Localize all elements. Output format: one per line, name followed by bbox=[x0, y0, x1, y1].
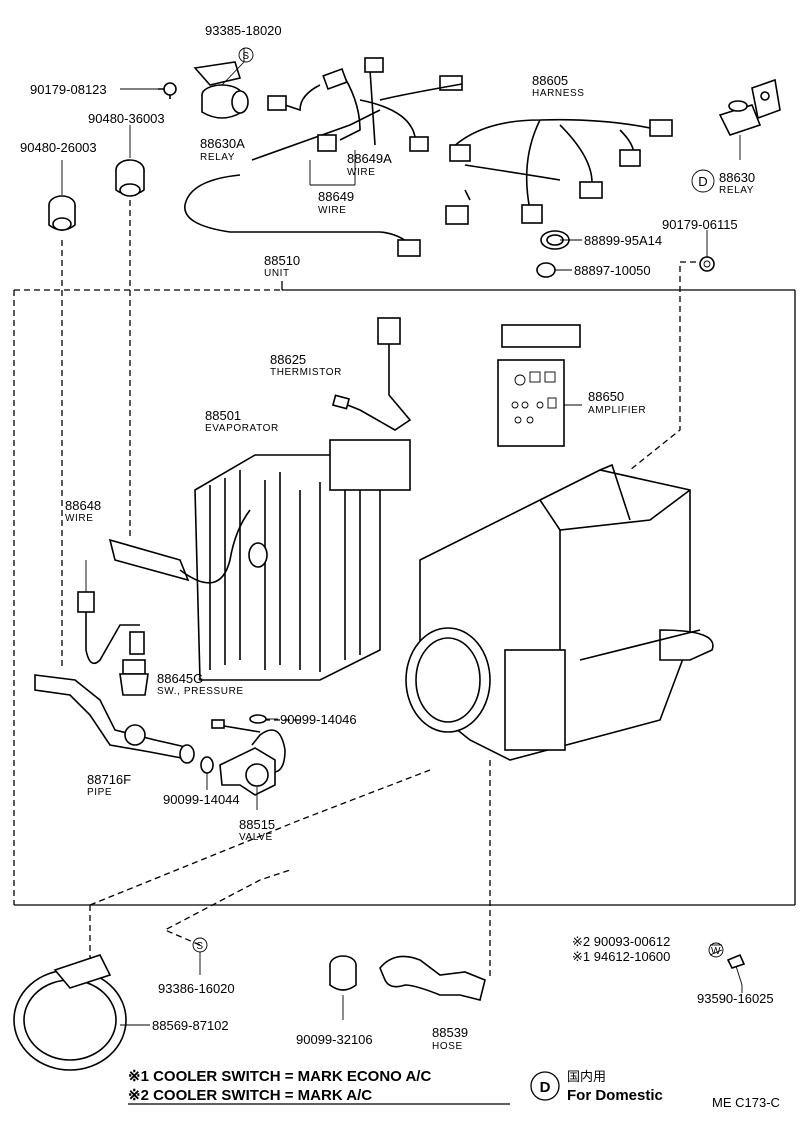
label-88716F-name: PIPE bbox=[87, 787, 112, 798]
w-symbol: W bbox=[708, 942, 724, 958]
o-ring-90099-14044-drawing bbox=[200, 756, 214, 774]
clip-88899-95A14-drawing bbox=[540, 230, 570, 250]
harness-88605-drawing bbox=[379, 75, 673, 225]
label-93386-16020: 93386-16020 bbox=[158, 981, 235, 996]
label-88648-name: WIRE bbox=[65, 513, 94, 524]
label-88515-number: 88515 bbox=[239, 817, 275, 832]
label-88645G-name: SW., PRESSURE bbox=[157, 686, 244, 697]
s-symbol-1: S bbox=[238, 47, 254, 63]
o-ring-90099-14046-drawing bbox=[249, 714, 267, 724]
label-88515-name: VALVE bbox=[239, 832, 273, 843]
blower-ring-88569-87102-drawing bbox=[13, 954, 127, 1071]
wire-88648-drawing bbox=[77, 560, 145, 665]
hose-88539-drawing bbox=[379, 955, 486, 1001]
label-88605-name: HARNESS bbox=[532, 88, 585, 99]
label-88899-95A14: 88899-95A14 bbox=[584, 233, 662, 248]
label-88645G-number: 88645G bbox=[157, 671, 203, 686]
label-90093-00612: ※2 90093-00612 bbox=[572, 934, 670, 949]
label-90179-08123: 90179-08123 bbox=[30, 82, 107, 97]
relay-88630A-drawing bbox=[193, 61, 249, 119]
label-88539-name: HOSE bbox=[432, 1041, 463, 1052]
label-93590-16025: 93590-16025 bbox=[697, 991, 774, 1006]
footer-domestic-en: For Domestic bbox=[567, 1087, 663, 1104]
label-90480-26003: 90480-26003 bbox=[20, 140, 97, 155]
svg-text:S: S bbox=[196, 941, 203, 952]
clip-90179-08123-drawing bbox=[158, 82, 177, 99]
svg-text:D: D bbox=[698, 174, 707, 189]
label-90480-36003: 90480-36003 bbox=[88, 111, 165, 126]
footer-note-1: ※1 COOLER SWITCH = MARK ECONO A/C bbox=[128, 1068, 431, 1085]
leader-lines bbox=[61, 200, 696, 980]
footer-domestic-jp: 国内用 bbox=[567, 1069, 606, 1084]
bolt-93590-16025-drawing bbox=[726, 953, 746, 986]
label-94612-10600: ※1 94612-10600 bbox=[572, 949, 670, 964]
label-88625-name: THERMISTOR bbox=[270, 367, 342, 378]
grommet-90480-36003-drawing bbox=[115, 159, 145, 197]
footer-note-2: ※2 COOLER SWITCH = MARK A/C bbox=[128, 1087, 372, 1104]
thermistor-88625-drawing bbox=[331, 317, 412, 431]
pipe-88716F-drawing bbox=[34, 674, 195, 764]
label-90099-14044: 90099-14044 bbox=[163, 792, 240, 807]
label-88649-number: 88649 bbox=[318, 189, 354, 204]
grommet-90099-32106-drawing bbox=[329, 955, 357, 991]
wire-88649-drawing bbox=[184, 57, 429, 257]
d-symbol-footer: D bbox=[530, 1071, 560, 1101]
label-88650-name: AMPLIFIER bbox=[588, 405, 646, 416]
cap-88897-10050-drawing bbox=[536, 262, 556, 278]
label-88897-10050: 88897-10050 bbox=[574, 263, 651, 278]
pressure-switch-88645G-drawing bbox=[119, 659, 149, 696]
label-88649A-name: WIRE bbox=[347, 167, 376, 178]
label-88501-number: 88501 bbox=[205, 408, 241, 423]
label-88569-87102: 88569-87102 bbox=[152, 1018, 229, 1033]
label-88510-number: 88510 bbox=[264, 253, 300, 268]
unit-boundary bbox=[13, 281, 796, 906]
evaporator-88501-drawing bbox=[108, 439, 411, 681]
label-88501-name: EVAPORATOR bbox=[205, 423, 279, 434]
label-88605-number: 88605 bbox=[532, 73, 568, 88]
svg-text:D: D bbox=[540, 1079, 551, 1096]
label-88630-name: RELAY bbox=[719, 185, 754, 196]
svg-text:W: W bbox=[711, 946, 721, 957]
label-88648-number: 88648 bbox=[65, 498, 101, 513]
d-symbol-relay: D bbox=[691, 169, 715, 193]
label-88649A-number: 88649A bbox=[347, 151, 392, 166]
label-90179-06115: 90179-06115 bbox=[662, 217, 738, 232]
label-88716F-number: 88716F bbox=[87, 772, 131, 787]
valve-88515-drawing bbox=[211, 719, 286, 796]
amplifier-88650-drawing bbox=[497, 324, 581, 447]
label-88630A-name: RELAY bbox=[200, 152, 235, 163]
label-88625-number: 88625 bbox=[270, 352, 306, 367]
label-93385-18020: 93385-18020 bbox=[205, 23, 282, 38]
grommet-90480-26003-drawing bbox=[48, 195, 76, 231]
unit-housing-drawing bbox=[405, 463, 714, 761]
label-88649-name: WIRE bbox=[318, 205, 347, 216]
label-90099-14046: 90099-14046 bbox=[280, 712, 357, 727]
label-88539-number: 88539 bbox=[432, 1025, 468, 1040]
label-88510-name: UNIT bbox=[264, 268, 290, 279]
footer-ref-code: ME C173-C bbox=[712, 1095, 780, 1110]
label-90099-32106: 90099-32106 bbox=[296, 1032, 373, 1047]
s-symbol-2: S bbox=[192, 937, 208, 953]
label-88650-number: 88650 bbox=[588, 389, 624, 404]
relay-88630-drawing bbox=[718, 78, 781, 160]
solid-leaders bbox=[120, 48, 743, 1026]
label-88630-number: 88630 bbox=[719, 170, 755, 185]
clip-90179-06115-drawing bbox=[699, 256, 715, 272]
label-88630A-number: 88630A bbox=[200, 136, 245, 151]
svg-text:S: S bbox=[242, 51, 249, 62]
